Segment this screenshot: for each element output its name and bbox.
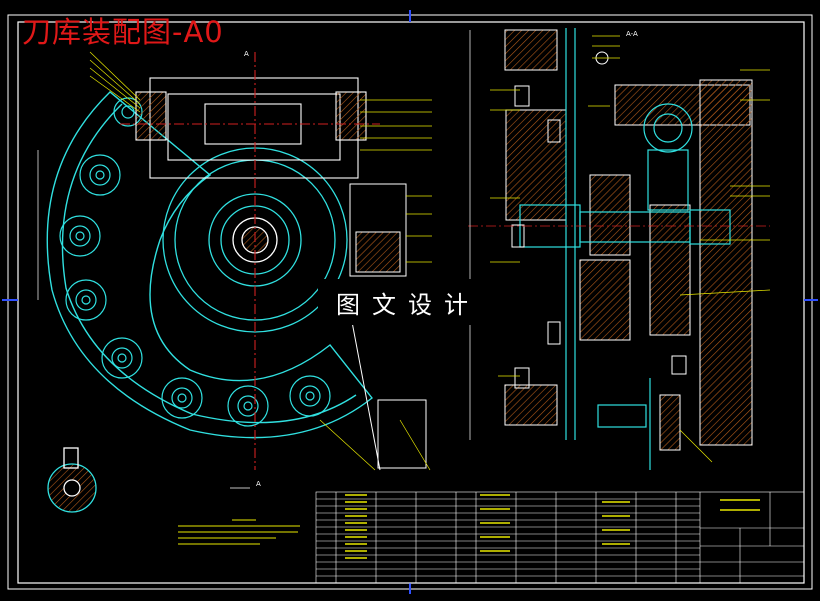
technical-requirements-notes — [178, 519, 300, 545]
section-view-outlines — [519, 28, 731, 470]
magazine-ring — [46, 91, 373, 439]
section-view-hatched-parts — [504, 29, 753, 451]
tool-magazine-front-view — [46, 91, 373, 439]
drawing-title: 刀库装配图-A0 — [22, 15, 224, 49]
view-mark-top: A — [244, 50, 249, 58]
section-view-label: A-A — [626, 30, 638, 38]
cam-detail — [47, 447, 97, 513]
parts-list-text-marks — [345, 494, 760, 559]
left-leader-lines — [37, 51, 432, 489]
parts-list-table — [315, 491, 805, 584]
magazine-ring-inner — [61, 103, 357, 424]
section-leader-lines — [469, 30, 771, 463]
watermark: 图文设计 — [318, 279, 498, 325]
view-mark-bottom: A — [256, 480, 261, 488]
view-marks: A A — [244, 50, 261, 488]
bracket-right — [345, 183, 427, 471]
tool-pocket-circles — [59, 97, 331, 427]
